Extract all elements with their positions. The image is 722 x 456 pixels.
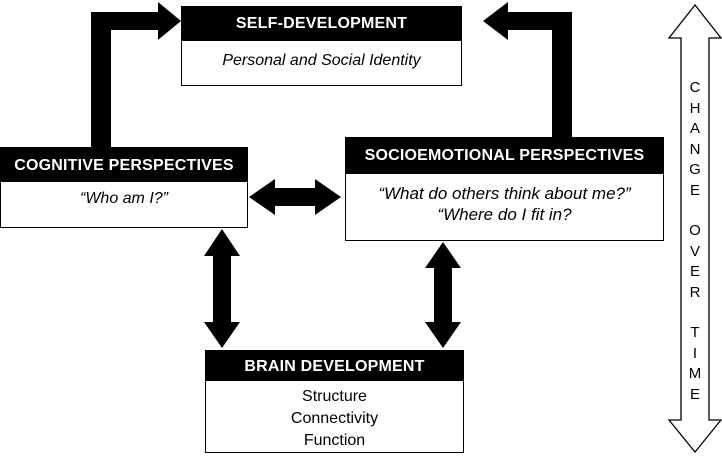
change-over-time-letter: A [689, 120, 700, 137]
brain-development-box: BRAIN DEVELOPMENT Structure Connectivity… [205, 350, 464, 453]
arrow-cognitive-brain [204, 229, 240, 348]
change-over-time-letter: G [689, 161, 701, 178]
socioemotional-perspectives-box: SOCIOEMOTIONAL PERSPECTIVES “What do oth… [345, 137, 664, 241]
arrow-socio-to-self [483, 2, 572, 137]
socioemotional-question-2: “Where do I fit in? [437, 205, 572, 224]
arrow-cognitive-to-self [91, 2, 181, 147]
change-over-time-letter: N [689, 140, 701, 158]
cognitive-question: “Who am I?” [79, 190, 168, 207]
socioemotional-perspectives-title: SOCIOEMOTIONAL PERSPECTIVES [346, 138, 663, 174]
change-over-time-letter: E [689, 181, 700, 199]
socioemotional-question-1: “What do others think about me?” [378, 184, 631, 203]
self-development-title: SELF-DEVELOPMENT [182, 7, 461, 41]
cognitive-perspectives-title: COGNITIVE PERSPECTIVES [1, 148, 247, 182]
change-over-time-letter: O [689, 222, 701, 239]
self-development-subtitle: Personal and Social Identity [222, 52, 421, 69]
change-over-time-letter: V [689, 242, 700, 260]
change-over-time-letter: R [689, 283, 701, 301]
self-development-box: SELF-DEVELOPMENT Personal and Social Ide… [181, 6, 462, 86]
change-over-time-letter: I [692, 344, 698, 362]
arrow-socio-brain [425, 242, 461, 348]
change-over-time-letter: H [689, 99, 701, 117]
change-over-time-letter: E [689, 263, 700, 280]
change-over-time-letter: M [688, 365, 702, 382]
change-over-time-letter: T [690, 324, 700, 341]
change-over-time-letter: E [689, 385, 700, 403]
arrow-cognitive-socio [249, 179, 341, 215]
brain-item-structure: Structure [302, 388, 367, 405]
brain-development-title: BRAIN DEVELOPMENT [206, 351, 463, 381]
brain-item-connectivity: Connectivity [290, 410, 379, 427]
change-over-time-letter: C [689, 79, 701, 96]
brain-item-function: Function [303, 432, 366, 449]
change-over-time-arrow [667, 3, 722, 454]
cognitive-perspectives-box: COGNITIVE PERSPECTIVES “Who am I?” [0, 147, 248, 228]
